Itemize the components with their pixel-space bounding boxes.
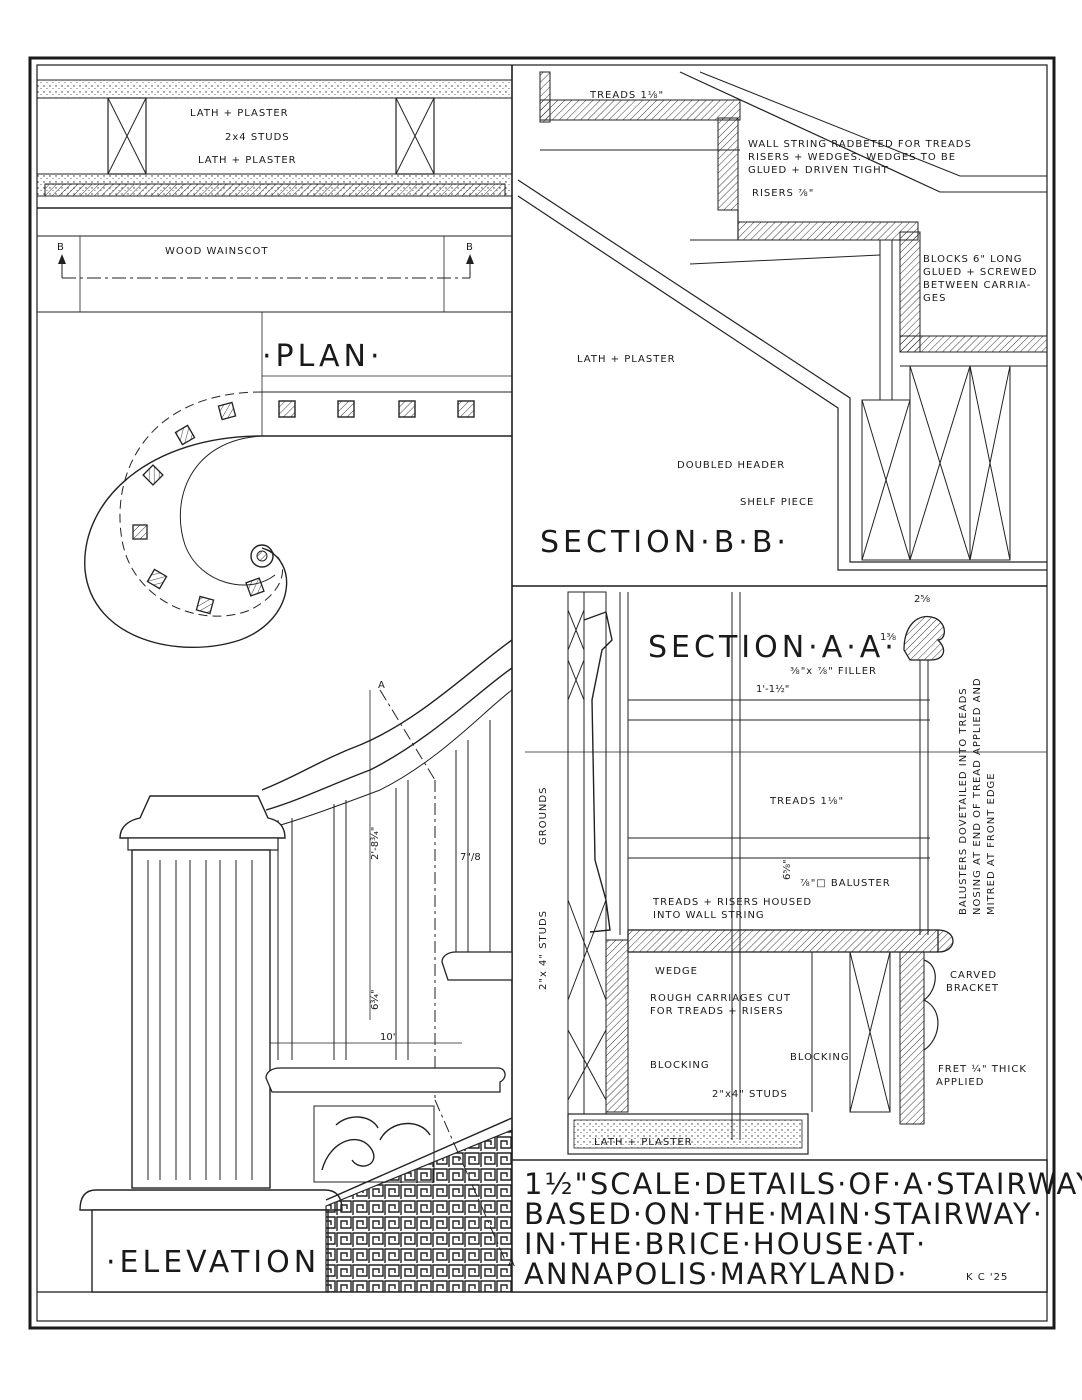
bb-doubled-header: DOUBLED HEADER — [677, 460, 785, 471]
elev-dim-rail: 6¾" — [370, 989, 381, 1010]
section-bb-drawing — [517, 71, 1048, 571]
inner-border — [36, 64, 1048, 1322]
outer-border — [28, 56, 1056, 1330]
bb-blocks-4: GES — [923, 293, 946, 304]
wainscot-hatch — [44, 183, 506, 197]
volute-outline — [84, 435, 512, 648]
aa-balusters-2: NOSING AT END OF TREAD APPLIED AND — [972, 677, 983, 915]
elev-dim-height: 2'-8¾" — [370, 827, 381, 860]
bb-shelf-piece: SHELF PIECE — [740, 497, 814, 508]
aa-dim-width: 1'-1½" — [756, 683, 789, 695]
aa-studs-vertical: 2"x 4" STUDS — [538, 910, 549, 990]
newel-base — [79, 1189, 343, 1211]
aa-dim-side: 1⅜ — [880, 632, 896, 643]
title-line-1: 1½"SCALE·DETAILS·OF·A·STAIRWAY — [524, 1167, 1082, 1201]
title-line-3: IN·THE·BRICE·HOUSE·AT· — [524, 1227, 927, 1261]
stud-left — [107, 97, 147, 175]
title-block-frame — [511, 1159, 1048, 1293]
stud-right — [395, 97, 435, 175]
aa-balusters-1: BALUSTERS DOVETAILED INTO TREADS — [958, 687, 969, 915]
bb-lath-plaster: LATH + PLASTER — [577, 354, 676, 365]
aa-fret-2: APPLIED — [936, 1077, 984, 1088]
aa-wedge: WEDGE — [655, 966, 698, 977]
aa-housed-1: TREADS + RISERS HOUSED — [652, 897, 812, 908]
aa-title: SECTION·A·A· — [648, 630, 898, 665]
aa-carriages-1: ROUGH CARRIAGES CUT — [650, 993, 791, 1004]
aa-studs: 2"x4" STUDS — [712, 1089, 788, 1100]
carved-scroll — [313, 1105, 435, 1183]
plan-lath-plaster-top: LATH + PLASTER — [190, 108, 289, 119]
aa-grounds: GROUNDS — [538, 787, 549, 845]
bb-treads: TREADS 1⅛" — [589, 90, 664, 101]
bb-wall-string-1: WALL STRING RADBETED FOR TREADS — [748, 139, 972, 150]
bb-risers: RISERS ⅞" — [752, 188, 814, 199]
plan-drawing — [36, 79, 513, 648]
volute-newel — [250, 544, 274, 568]
elev-title: ·ELEVATION — [106, 1245, 320, 1280]
bb-title: SECTION·B·B· — [540, 525, 790, 560]
aa-housed-2: INTO WALL STRING — [653, 910, 765, 921]
aa-filler: ⅜"x ⅞" FILLER — [790, 666, 877, 677]
aa-fret-1: FRET ¼" THICK — [938, 1063, 1027, 1075]
tread-main — [627, 929, 939, 953]
aa-blocking-left: BLOCKING — [650, 1060, 710, 1071]
newel-shaft — [131, 849, 271, 1189]
greek-fret — [325, 1129, 513, 1293]
aa-carved-2: BRACKET — [946, 983, 999, 994]
aa-carved-1: CARVED — [950, 970, 997, 981]
aa-baluster: ⅞"□ BALUSTER — [800, 878, 891, 889]
bb-blocks-1: BLOCKS 6" LONG — [923, 254, 1022, 265]
aa-treads: TREADS 1⅛" — [769, 796, 844, 807]
elev-dim-small: 7"/8 — [460, 852, 481, 863]
plan-title: ·PLAN· — [262, 339, 384, 374]
title-line-4: ANNAPOLIS·MARYLAND· — [524, 1257, 909, 1291]
handrail-profile — [903, 615, 946, 661]
bb-wall-string-2: RISERS + WEDGES. WEDGES TO BE — [748, 152, 956, 163]
aa-balusters-3: MITRED AT FRONT EDGE — [986, 772, 997, 915]
newel-cap — [119, 795, 286, 839]
elev-marker-a-bottom: A — [508, 1258, 516, 1269]
plan-marker-b-left: B — [57, 242, 65, 253]
section-aa-drawing — [525, 591, 1047, 1155]
title-line-2: BASED·ON·THE·MAIN·STAIRWAY· — [524, 1197, 1044, 1231]
plan-studs: 2x4 STUDS — [225, 132, 290, 143]
plan-marker-b-right: B — [466, 242, 474, 253]
elev-dim-width: 10" — [380, 1032, 397, 1043]
title-initials: K C '25 — [966, 1272, 1008, 1283]
elev-marker-a: A — [378, 680, 386, 691]
bb-blocks-3: BETWEEN CARRIA- — [923, 280, 1031, 291]
plan-lath-plaster-bottom: LATH + PLASTER — [198, 155, 297, 166]
aa-carriages-2: FOR TREADS + RISERS — [650, 1006, 784, 1017]
aa-dim-top: 2⅝ — [914, 594, 930, 605]
aa-blocking-right: BLOCKING — [790, 1052, 850, 1063]
elevation-drawing — [79, 639, 513, 1293]
aa-dim-vert: 6⅝" — [782, 859, 793, 880]
plan-wainscot: WOOD WAINSCOT — [165, 246, 268, 257]
aa-lath-plaster: LATH + PLASTER — [594, 1137, 693, 1148]
bb-blocks-2: GLUED + SCREWED — [923, 267, 1037, 278]
carved-bracket — [899, 951, 925, 1125]
bb-wall-string-3: GLUED + DRIVEN TIGHT — [748, 165, 889, 176]
